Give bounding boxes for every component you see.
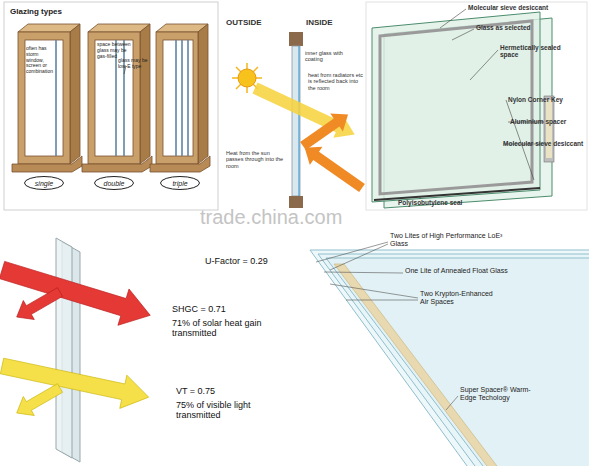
frame-top: [88, 24, 150, 32]
annotation: inner glass with coating: [305, 50, 349, 63]
ellipse-shape: [95, 177, 134, 190]
type-ellipse: single: [24, 176, 64, 190]
frame-face: [88, 32, 140, 164]
window-frame: [150, 24, 210, 172]
leader-lines: [420, 9, 546, 199]
frame-opening: [163, 40, 193, 156]
type-ellipse: double: [94, 176, 134, 190]
panel-border: [4, 2, 218, 210]
part-name: Molecular sieve desiccant: [503, 140, 587, 147]
window-sill: [82, 156, 152, 172]
part-name: Super Spacer® Warm-Edge Techology: [460, 386, 545, 402]
side-heading: INSIDE: [306, 18, 356, 27]
glass-pane: [56, 238, 72, 458]
solar-heat-arrow: [0, 252, 156, 334]
sun-ray: [236, 67, 258, 89]
type-label: double: [94, 176, 134, 190]
annotation: heat from radiators etc is reflected bac…: [308, 72, 364, 91]
heat-arrow: [297, 105, 355, 155]
watermark: trade.china.com: [200, 206, 400, 229]
leader-line: [440, 9, 466, 28]
frame-head: [289, 32, 303, 46]
edge-seal: [374, 188, 540, 200]
part-name: Two Krypton-Enhanced Air Spaces: [420, 290, 500, 306]
leader-line: [452, 29, 474, 40]
frame-side: [140, 24, 150, 164]
part-name: Molecular sieve desiccant: [468, 4, 583, 11]
panel-border: [366, 2, 587, 210]
annotation: glass may be low-E type: [118, 58, 152, 70]
glass-pane: [292, 46, 300, 196]
rating-note: 71% of solar heat gain transmitted: [172, 318, 272, 339]
type-label: single: [24, 176, 64, 190]
glass-pane: [318, 254, 589, 466]
panel-heading: Glazing types: [10, 7, 100, 16]
type-ellipse: triple: [160, 176, 200, 190]
part-name: Aluminium spacer: [510, 118, 585, 125]
annotation: space between glass may be gas-filled: [97, 42, 133, 59]
part-name: One Lite of Annealed Float Glass: [405, 267, 545, 275]
leader-line: [346, 300, 418, 301]
frame-side: [70, 24, 80, 164]
part-name: Two Lites of High Performance LoE³ Glass: [390, 232, 510, 248]
spacer-section: [544, 96, 554, 162]
rating-note: 75% of visible light transmitted: [176, 400, 271, 421]
annotation: often has storm window, screen or combin…: [26, 46, 57, 75]
part-name: Glass as selected: [476, 24, 576, 31]
glass-pane: [175, 40, 177, 156]
ellipse-shape: [25, 177, 64, 190]
annotation: Heat from the sun passes through into th…: [226, 150, 286, 169]
type-label: triple: [160, 176, 200, 190]
window-sill: [12, 156, 82, 172]
frame-side: [198, 24, 208, 164]
leader-line: [330, 244, 388, 270]
part-name: Polyisobutylene seal: [398, 199, 508, 206]
part-name: Nylon Corner Key: [508, 96, 583, 103]
rating-value: SHGC = 0.71: [172, 304, 282, 314]
rating-value: U-Factor = 0.29: [205, 256, 315, 266]
desiccant-section: [546, 100, 552, 158]
glass-pane: [372, 12, 540, 202]
window-frame: [12, 24, 82, 172]
frame-face: [156, 32, 198, 164]
frame-opening: [25, 40, 63, 156]
glass-pane: [181, 40, 183, 156]
frame-face: [18, 32, 70, 164]
leader-line: [470, 50, 498, 80]
sun-disc: [238, 69, 256, 87]
glass-pane: [55, 40, 57, 156]
glass-coating: [298, 46, 299, 196]
leader-line: [324, 272, 403, 273]
reflected-light-arrow: [11, 378, 65, 422]
glass-pane: [326, 258, 589, 466]
leader-line: [420, 196, 421, 199]
rating-value: VT = 0.75: [176, 386, 276, 396]
window-sill: [150, 156, 210, 172]
glass-pane: [187, 40, 189, 156]
ellipse-shape: [161, 177, 200, 190]
solar-arrow: [250, 77, 360, 145]
frame-top: [18, 24, 80, 32]
warm-edge-spacer: [334, 264, 500, 466]
side-heading: OUTSIDE: [226, 18, 276, 27]
leader-line: [330, 284, 418, 298]
glass-pane: [310, 250, 589, 466]
leader-line: [316, 242, 388, 262]
reflected-heat-arrow: [11, 282, 65, 326]
leader-line: [446, 396, 458, 410]
sun-ray: [236, 67, 258, 89]
part-name: Hermetically sealed space: [500, 44, 575, 59]
window-frame: [82, 24, 152, 172]
